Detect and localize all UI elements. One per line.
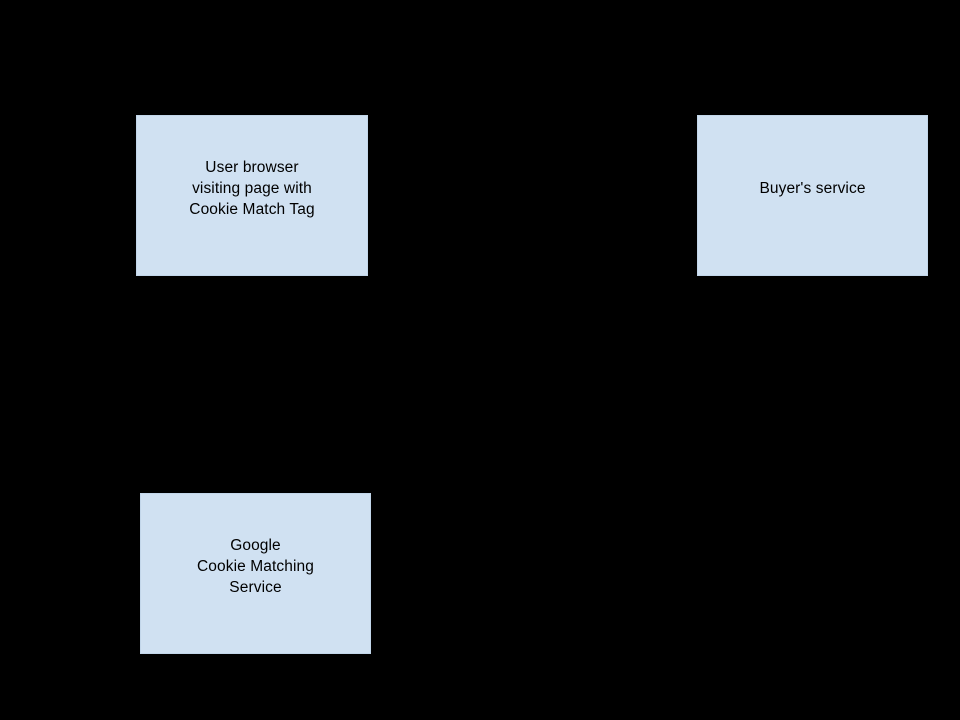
diagram-node-google-cookie-matching-service-label: Google Cookie Matching Service xyxy=(197,537,314,596)
diagram-node-user-browser[interactable]: User browser visiting page with Cookie M… xyxy=(136,115,368,276)
diagram-node-user-browser-label: User browser visiting page with Cookie M… xyxy=(189,159,315,218)
diagram-node-buyers-service[interactable]: Buyer's service xyxy=(697,115,928,276)
diagram-node-google-cookie-matching-service[interactable]: Google Cookie Matching Service xyxy=(140,493,371,654)
diagram-node-buyers-service-label: Buyer's service xyxy=(759,180,866,197)
